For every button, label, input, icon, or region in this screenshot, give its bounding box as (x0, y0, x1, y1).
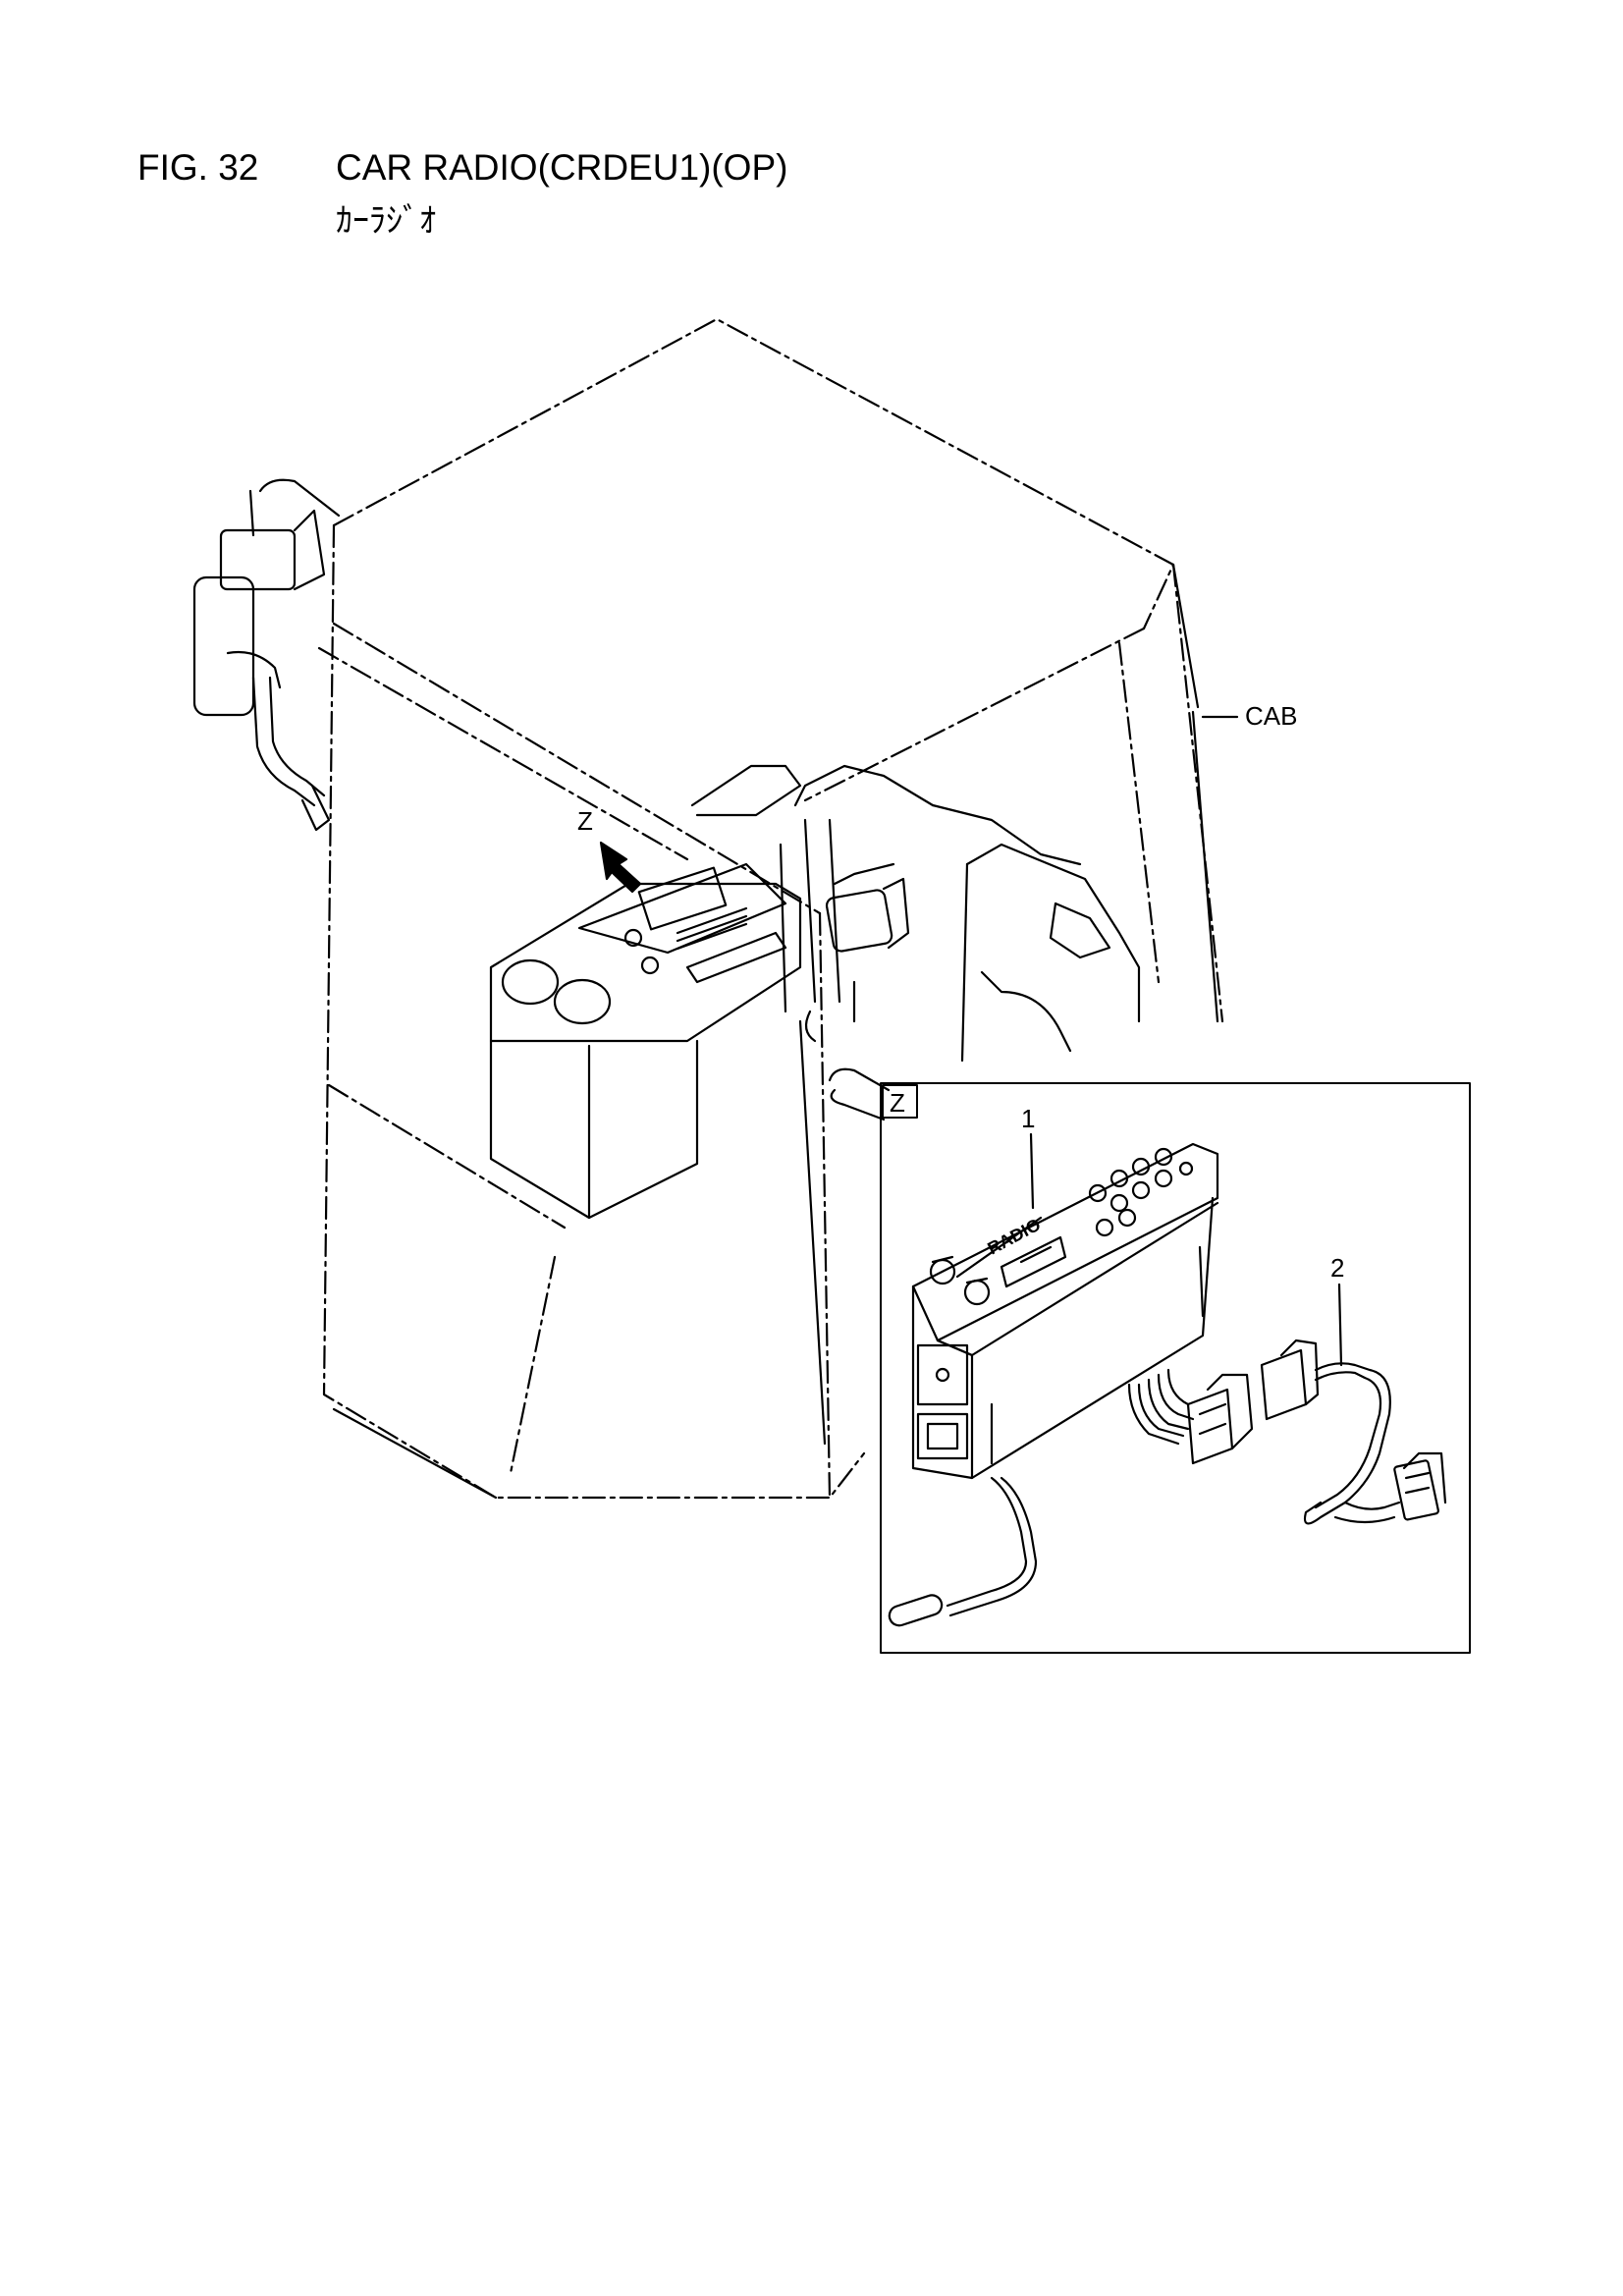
control-stand (690, 764, 1141, 1063)
figure-subtitle: ｶｰﾗｼﾞｵ (336, 201, 436, 241)
figure-number: FIG. 32 (137, 147, 259, 188)
view-arrow (599, 841, 642, 894)
view-arrow-label: Z (577, 806, 593, 836)
part-1-number: 1 (1021, 1104, 1035, 1133)
part-2-number: 2 (1330, 1253, 1344, 1283)
radio-brand-text: RADIO (984, 1215, 1044, 1259)
detail-tag-label: Z (890, 1088, 905, 1118)
console-box (489, 862, 802, 1220)
radio-harness (1260, 1339, 1447, 1525)
side-mirror (192, 478, 341, 832)
radio-unit (911, 1142, 1219, 1480)
figure-title: CAR RADIO(CRDEU1)(OP) (336, 147, 788, 188)
detail-frame (880, 1082, 1471, 1654)
antenna-cable (888, 1476, 1038, 1627)
radio-wire-bundle (1127, 1368, 1195, 1446)
cab-label: CAB (1245, 701, 1297, 731)
part-1-leader (1029, 1132, 1035, 1210)
harness-to-detail (828, 1067, 891, 1121)
cab-outline (317, 317, 1224, 1500)
cab-frame-lines (332, 563, 1219, 1500)
part-2-leader (1337, 1283, 1343, 1367)
radio-connector (1186, 1373, 1254, 1465)
detail-tag (882, 1084, 918, 1119)
